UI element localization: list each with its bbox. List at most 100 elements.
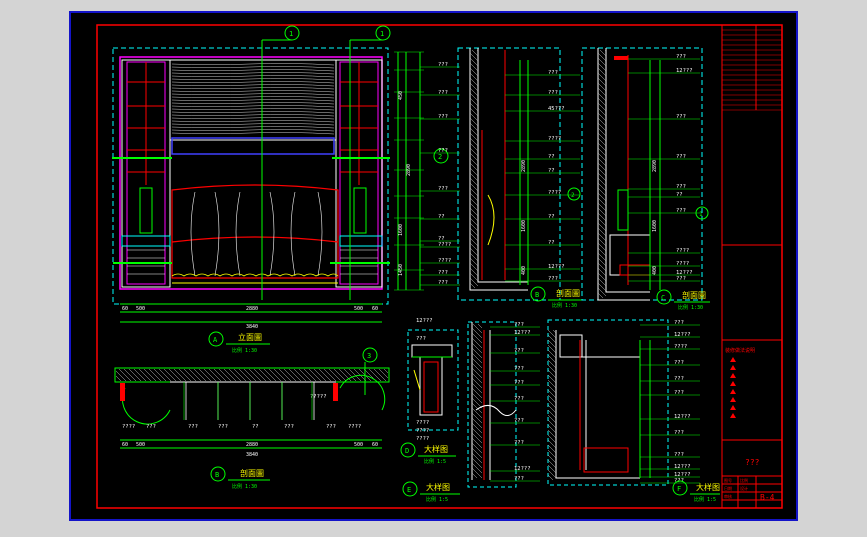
tb-small-3: 设计 [740,485,748,491]
de-label-4: ??? [514,380,524,386]
elev-label-4: ??? [438,186,448,192]
plan-dim-p3: 500 [354,442,363,448]
de-label-0: ??? [514,322,524,328]
de-label-7: ??? [514,440,524,446]
df-label-2: ???? [674,344,687,350]
elev-dim-p0: 60 [122,306,128,312]
elev-label-5: ?? [438,214,445,220]
secc-label-2: ??? [676,114,686,120]
elev-rdim-3: 1450 [398,264,404,276]
elev-rdim-2: 1600 [398,224,404,236]
secc-label-8: ???? [676,261,689,267]
de-label-9: ??? [514,476,524,482]
elev-dim-p1: 500 [136,306,145,312]
df-label-1: 12??? [674,332,691,338]
secc-label-5: ?? [676,192,683,198]
detail-e-view: ???12?????????????????????12?????? E 大样图… [402,321,540,503]
df-label-9: 12??? [674,464,691,470]
tb-note-mark [730,405,736,410]
secb-axis: 2 [571,192,575,199]
dd-marker: D [405,447,409,455]
elev-rdim-1: 2890 [406,164,412,176]
df-label-7: ??? [674,430,684,436]
tb-sheet-no: B-4 [760,493,775,502]
secb-scale: 比例 1:30 [552,302,577,309]
secb-label-4: ?? [548,154,555,160]
df-scale: 比例 1:5 [694,496,716,503]
plan-label-0: ???? [122,424,135,430]
tb-project: ??? [745,458,760,467]
tb-notes-header: 装修做法说明 [725,347,755,354]
secb-label-5: ?? [548,168,555,174]
secb-label-3: ???? [548,136,561,142]
plan-dim-p0: 60 [122,442,128,448]
secc-label-6: ??? [676,208,686,214]
secb-label-2: 45??? [548,106,565,112]
detail-f-view: ???12????????????????12?????????12???12?… [547,319,720,503]
secc-dim-2: 400 [652,266,658,275]
dd-label-3: ???? [416,428,429,434]
dd-title: 大样图 [424,444,448,454]
secb-label-10: ??? [548,276,558,282]
plan-label-6: ??? [326,424,336,430]
plan-label-8: ????? [310,394,327,400]
secc-marker: C [661,294,665,302]
elev-dim-p4: 60 [372,306,378,312]
tb-small-2: 日期 [724,485,732,491]
plan-label-7: ???? [348,424,361,430]
df-label-10: 12??? [674,472,691,478]
secc-title: 剖面圖 [682,290,706,300]
plan-dim-p2: 2880 [246,442,258,448]
df-label-8: ??? [674,452,684,458]
secb-title: 剖面圖 [556,288,580,298]
dd-label-4: ???? [416,436,429,442]
secb-marker: B [535,291,539,299]
elev-title: 立面圖 [238,332,262,342]
elev-label-8: ???? [438,258,451,264]
secc-label-10: ??? [676,276,686,282]
df-label-5: ??? [674,390,684,396]
plan-dim-p1: 500 [136,442,145,448]
plan-label-2: ??? [188,424,198,430]
secc-dim-0: 2890 [652,160,658,172]
elev-dim-p2: 2880 [246,306,258,312]
tb-small-1: 比例 [740,477,748,483]
tb-small-4: 审核 [724,493,732,499]
section-c-view: 2890 1600 400 1 ???12???????????????????… [581,47,710,311]
tb-note-mark [730,397,736,402]
tb-note-mark [730,373,736,378]
secc-axis: 1 [699,211,703,218]
elevation-view: 1 1 2 60 500 2880 500 60 3840 450 2890 1… [112,25,460,354]
elev-label-2: ??? [438,114,448,120]
plan-section-view: 3 ?????????????????????????????? 60 500 … [114,347,390,490]
plan-scale: 比例 1:30 [232,483,257,490]
de-label-3: ??? [514,366,524,372]
dd-label-0: 12??? [416,318,433,324]
dd-scale: 比例 1:5 [424,458,446,465]
plan-marker: B [215,471,219,479]
df-label-3: ??? [674,360,684,366]
sheet-border-red [96,24,783,509]
df-label-6: 12??? [674,414,691,420]
secc-label-3: ??? [676,154,686,160]
plan-label-1: ??? [146,424,156,430]
secc-label-0: ??? [676,54,686,60]
plan-label-3: ??? [218,424,228,430]
secb-label-7: ?? [548,214,555,220]
plan-dim-p4: 60 [372,442,378,448]
secc-label-4: ??? [676,184,686,190]
de-label-6: ??? [514,418,524,424]
dd-label-2: ???? [416,420,429,426]
elev-label-0: ??? [438,62,448,68]
tb-small-0: 图号 [724,477,732,483]
secb-label-8: ?? [548,240,555,246]
section-b-view: 2890 1600 400 2 ??????45????????????????… [457,47,584,309]
df-title: 大样图 [696,482,720,492]
df-marker: F [677,485,681,493]
detail-d-view: 12?????????????????? D 大样图 比例 1:5 [400,318,459,465]
secc-label-9: 12??? [676,270,693,276]
elev-axis-top: 1 [289,30,293,38]
title-block: 装修做法说明 ??? 图号 比例 日期 设计 审核 B-4 [721,25,782,508]
